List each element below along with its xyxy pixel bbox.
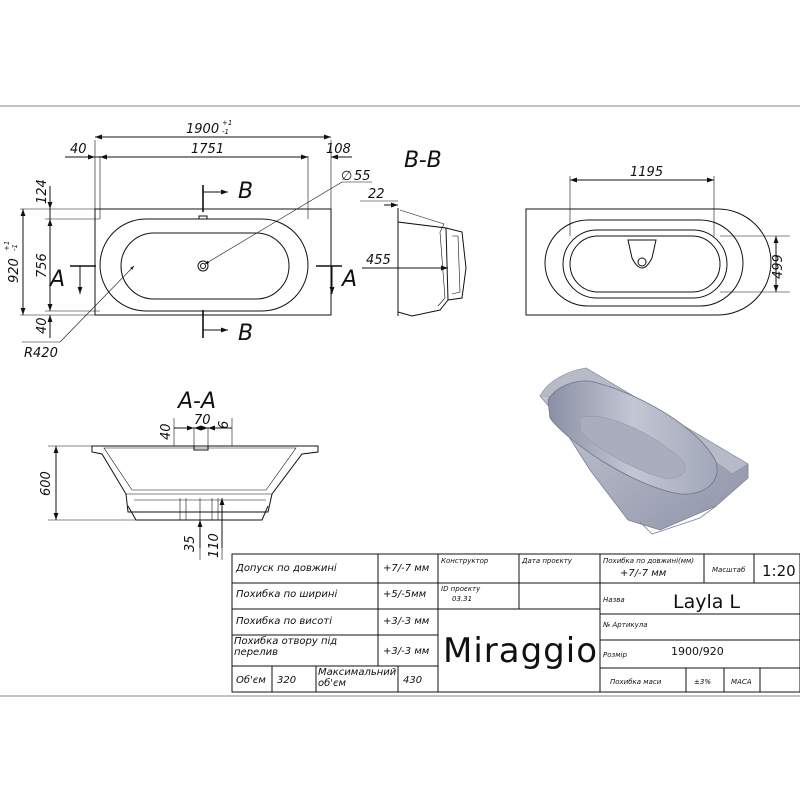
overflow-hole	[198, 215, 208, 220]
brand-name: Miraggio	[443, 631, 598, 671]
dim-499: 499	[771, 254, 786, 279]
dim-aa-6: 6	[217, 421, 232, 429]
dim-920-tol-plus: +1	[3, 241, 11, 251]
project-date-label: Дата проєкту	[521, 557, 573, 565]
tol-width-label: Похибка по ширині	[236, 588, 337, 600]
tol-width-value: +5/-5мм	[383, 589, 427, 600]
dim-aa-40: 40	[159, 423, 174, 440]
dim-40-bottom: 40	[35, 317, 50, 334]
tol-length-label: Допуск по довжині	[235, 562, 337, 574]
dim-1900: 1900	[186, 122, 219, 137]
title-block: Допуск по довжині +7/-7 мм Похибка по ши…	[231, 553, 800, 693]
tol-overflow-label: Похибка отвору під перелив	[234, 636, 338, 658]
plan-bath-bottom	[120, 232, 290, 300]
mass-err-value: ±3%	[694, 678, 711, 686]
dim-455: 455	[366, 253, 391, 268]
dim-108: 108	[326, 142, 351, 157]
tol-length-value: +7/-7 мм	[383, 563, 430, 574]
bb-body	[397, 208, 449, 317]
project-id-value: 03.31	[452, 595, 472, 603]
dim-124: 124	[35, 179, 50, 204]
section-a-right-label: A	[340, 267, 357, 292]
rear-outer	[525, 208, 772, 316]
section-b-bottom-label: B	[238, 321, 253, 346]
max-volume-value: 430	[403, 675, 422, 686]
scale-value: 1:20	[762, 562, 796, 580]
length-err-value: +7/-7 мм	[620, 568, 667, 579]
dim-40-left: 40	[70, 142, 87, 157]
plan-outer-rim	[94, 208, 332, 316]
dim-22: 22	[368, 187, 385, 202]
max-volume-label-wrap: Максимальний об'єм	[318, 667, 397, 689]
tol-overflow-label-wrap: Похибка отвору під перелив	[234, 636, 338, 658]
name-label: Назва	[603, 596, 625, 604]
dim-1900-tol-minus: -1	[222, 128, 229, 136]
length-err-label: Похибка по довжині(мм)	[603, 557, 694, 565]
section-a-left-label: A	[48, 267, 65, 292]
volume-value: 320	[277, 675, 296, 686]
tol-height-value: +3/-3 мм	[383, 616, 430, 627]
scale-label: Масштаб	[712, 566, 746, 574]
section-bb-title: B-B	[404, 148, 442, 173]
section-b-top-label: B	[238, 179, 253, 204]
section-bb: B-B 22 455	[360, 148, 467, 317]
diameter-symbol: ∅	[341, 169, 352, 184]
section-aa: A-A 40 70 6 600 35 110	[39, 389, 319, 560]
drain-outer	[197, 260, 209, 272]
mass-err-label: Похибка маси	[610, 678, 662, 686]
size-value: 1900/920	[671, 645, 724, 658]
model-name: Layla L	[673, 591, 740, 613]
dim-756: 756	[35, 253, 50, 278]
dim-600: 600	[39, 471, 54, 496]
dim-r420: R420	[24, 346, 58, 361]
aa-body	[91, 445, 319, 513]
max-volume-label: Максимальний об'єм	[318, 667, 397, 689]
bath-3d-render	[539, 367, 749, 535]
dim-diameter-55: 55	[354, 169, 371, 184]
tol-overflow-value: +3/-3 мм	[383, 646, 430, 657]
rear-drain	[627, 239, 657, 269]
plan-view: 1900 +1 -1 40 1751 108 920 +1 -1 124 756…	[3, 119, 372, 361]
volume-label: Об'єм	[236, 674, 266, 686]
constructor-label: Конструктор	[441, 557, 489, 565]
dim-920: 920	[7, 258, 22, 283]
drain-inner	[200, 263, 206, 269]
dim-1751: 1751	[191, 142, 224, 157]
dim-920-tol-minus: -1	[11, 244, 19, 251]
dim-1195: 1195	[630, 165, 663, 180]
dim-110: 110	[207, 533, 222, 558]
dim-aa-70: 70	[194, 413, 211, 428]
dim-35: 35	[183, 535, 198, 552]
project-id-label: ID проєкту	[441, 585, 481, 593]
tol-height-label: Похибка по висоті	[236, 615, 332, 627]
mass-label: МАСА	[731, 678, 752, 686]
dim-1900-tol-plus: +1	[222, 119, 232, 127]
section-aa-title: A-A	[176, 389, 216, 414]
size-label: Розмір	[603, 651, 627, 659]
article-label: № Артикула	[602, 621, 648, 629]
rear-view: 1195 499	[525, 165, 790, 316]
